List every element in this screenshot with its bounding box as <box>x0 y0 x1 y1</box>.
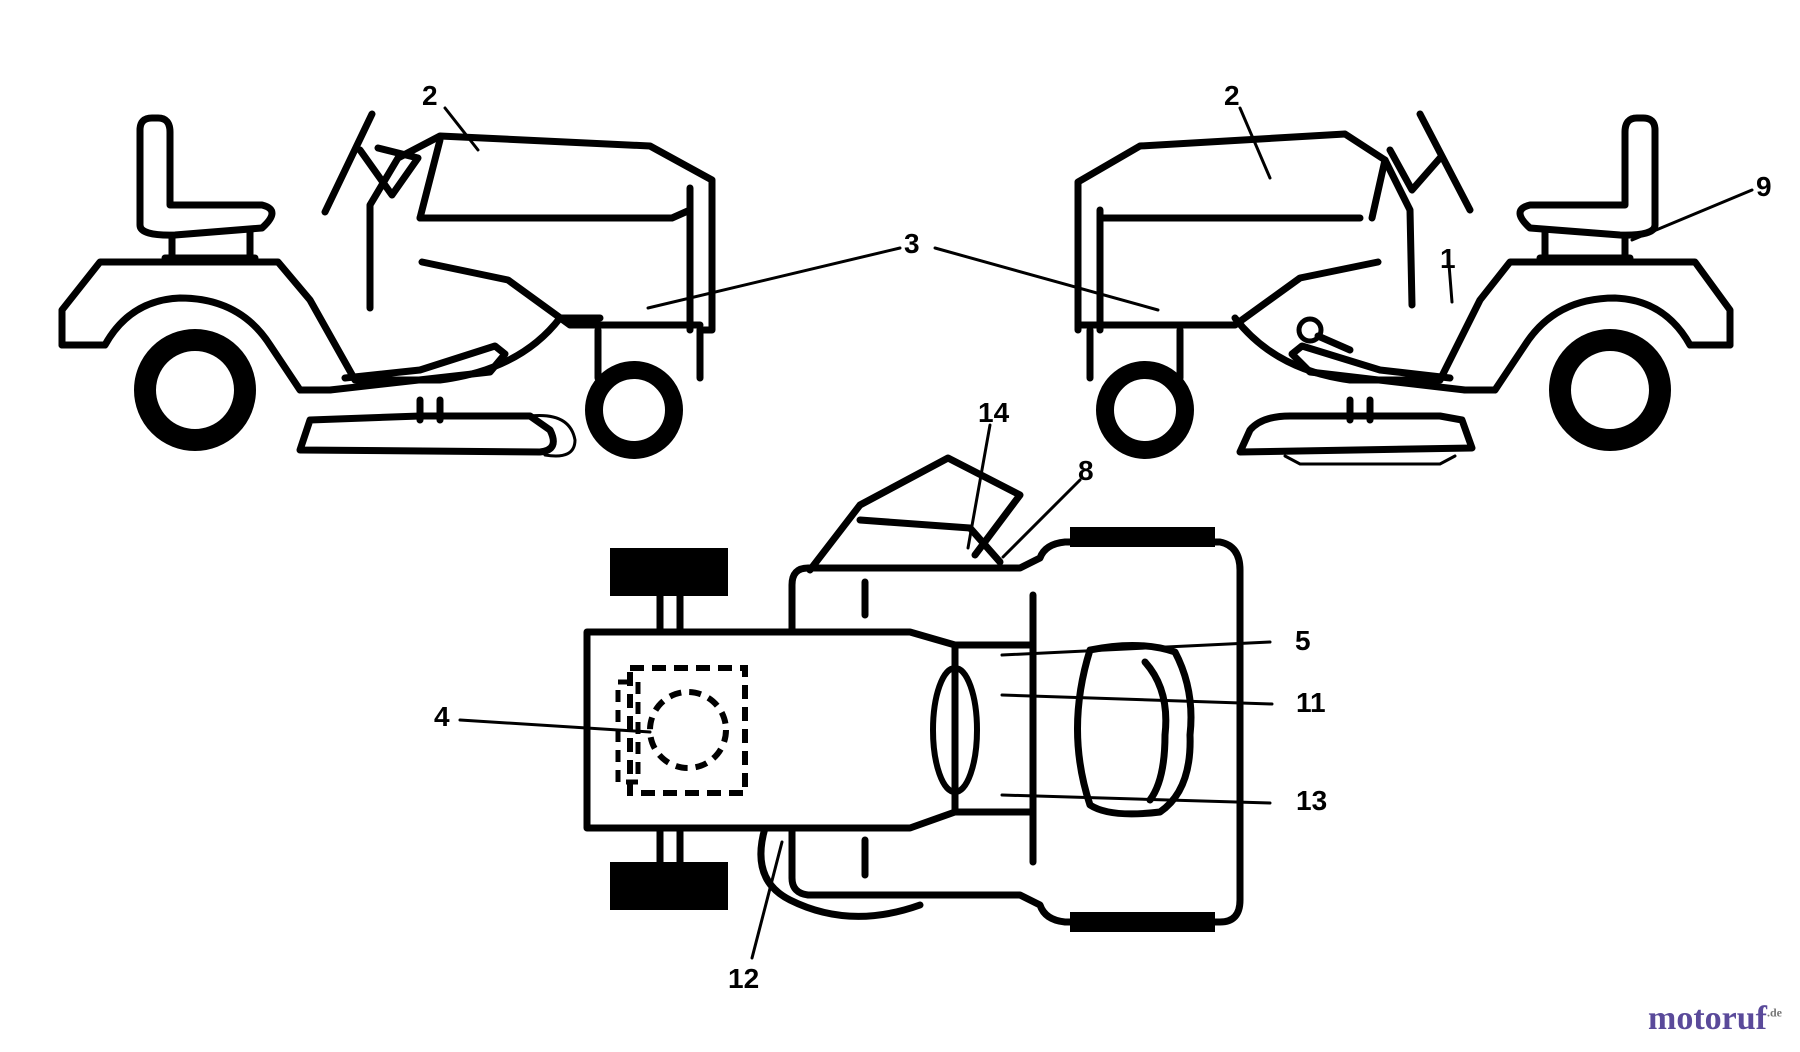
right-mower-deck <box>1236 412 1476 456</box>
leader-1 <box>1446 250 1454 304</box>
left-deck-hanger <box>416 396 444 424</box>
right-front-wheel <box>1096 361 1194 459</box>
leader-11 <box>1000 693 1274 706</box>
top-body-outline <box>788 538 1244 926</box>
leader-5 <box>1000 640 1272 657</box>
leader-14 <box>966 423 992 550</box>
callout-12: 12 <box>728 963 759 994</box>
left-steering-column <box>356 144 422 199</box>
right-hood <box>1074 130 1416 334</box>
left-seat-post <box>161 228 259 264</box>
right-deck-skid <box>1283 454 1457 466</box>
leader-8 <box>1001 478 1082 559</box>
right-lift-lever <box>1314 332 1354 354</box>
top-front-axle <box>656 592 684 866</box>
callout-4: 4 <box>434 701 450 732</box>
right-hood-line <box>1076 206 1382 334</box>
watermark-logo: motoruf.de <box>1648 1000 1782 1038</box>
leader-lines <box>443 106 1754 960</box>
watermark-text: motoruf <box>1648 1000 1767 1037</box>
right-steering-wheel <box>1416 110 1474 214</box>
top-fender-marks <box>861 578 1037 879</box>
left-fender-lower <box>58 294 334 394</box>
leader-2-right <box>1238 106 1272 180</box>
left-rear-wheel <box>134 329 256 451</box>
callout-2-left: 2 <box>422 80 438 111</box>
top-front-right-wheel <box>610 862 728 910</box>
callout-labels: 2 2 3 9 1 14 8 5 11 13 4 12 <box>422 80 1772 994</box>
right-tractor-side-view <box>1074 110 1734 466</box>
left-dash <box>416 136 444 222</box>
left-tractor-side-view <box>58 110 716 459</box>
left-front-wheel <box>585 361 683 459</box>
right-dash <box>1368 156 1389 222</box>
top-seat <box>1074 642 1195 818</box>
left-hood <box>366 132 716 334</box>
right-front-axle <box>1086 326 1184 382</box>
top-steering-wheel <box>930 665 980 795</box>
top-seat-back <box>1141 658 1170 804</box>
callout-8: 8 <box>1078 455 1094 486</box>
tractor-top-view <box>583 454 1244 932</box>
callout-11: 11 <box>1296 687 1326 718</box>
leader-3-left <box>646 246 902 310</box>
top-discharge-chute <box>806 454 1024 574</box>
leader-9 <box>1630 188 1754 242</box>
left-steering-wheel <box>321 110 376 216</box>
top-seat-frame <box>951 641 1037 816</box>
left-hood-line <box>416 184 704 334</box>
callout-1: 1 <box>1440 243 1456 274</box>
callout-9: 9 <box>1756 171 1772 202</box>
callout-13: 13 <box>1296 785 1327 816</box>
watermark-suffix: .de <box>1767 1005 1782 1020</box>
leader-3-right <box>933 246 1160 312</box>
right-fender-lower <box>1461 294 1734 394</box>
top-chute-inner <box>856 516 1004 566</box>
top-engine-pulley <box>647 689 729 771</box>
callout-14: 14 <box>978 397 1010 428</box>
left-seat <box>136 114 276 239</box>
right-steering-column <box>1386 146 1444 194</box>
right-rear-wheel <box>1549 329 1671 451</box>
right-deck-hanger <box>1346 396 1374 424</box>
leader-12 <box>750 840 784 960</box>
left-mower-deck <box>296 412 557 456</box>
leader-13 <box>1000 793 1272 805</box>
top-front-left-wheel <box>610 548 728 596</box>
right-seat-post <box>1536 228 1634 264</box>
top-hood <box>583 628 959 832</box>
left-front-axle <box>594 326 704 382</box>
right-footrest <box>1288 342 1469 394</box>
top-attachment <box>757 824 924 920</box>
callout-2-right: 2 <box>1224 80 1240 111</box>
leader-2-left <box>443 106 480 152</box>
right-seat <box>1516 114 1659 239</box>
callout-3: 3 <box>904 228 920 259</box>
left-footrest <box>326 342 509 394</box>
left-deck-chute <box>528 414 577 458</box>
callout-5: 5 <box>1295 625 1311 656</box>
leader-4 <box>458 718 652 734</box>
top-engine-outline <box>627 665 748 796</box>
